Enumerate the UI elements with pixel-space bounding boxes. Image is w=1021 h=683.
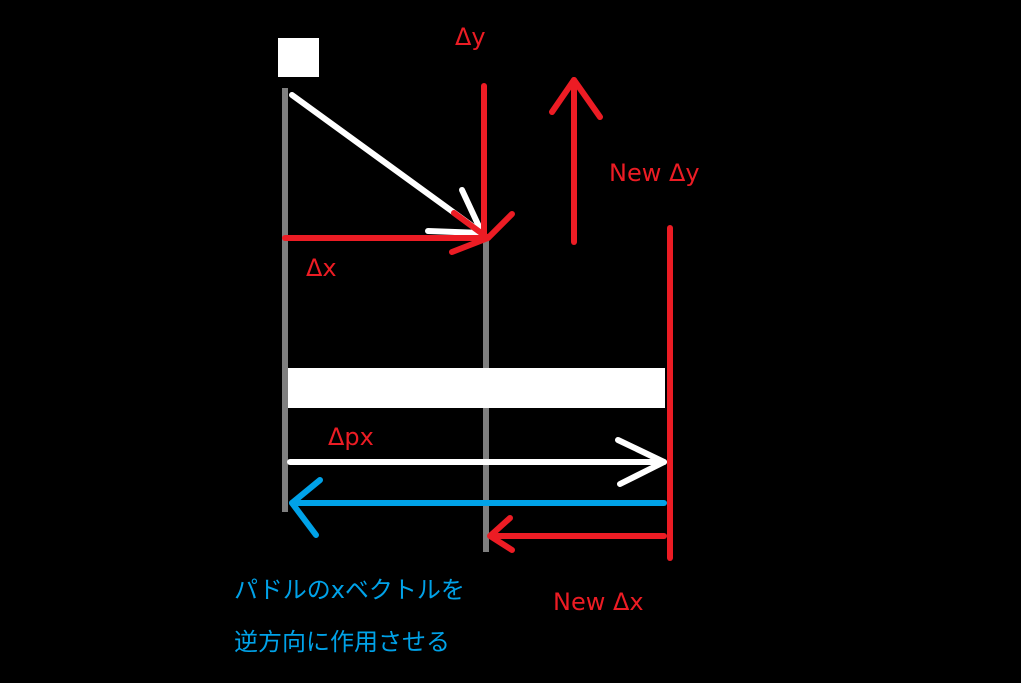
ball — [278, 38, 319, 77]
delta-y-label: Δy — [455, 23, 486, 51]
note-line-1: パドルのxベクトルを — [234, 576, 465, 604]
reverse-paddle-vector-arrow — [289, 477, 667, 538]
new-delta-y-arrow — [549, 77, 603, 245]
delta-x-arrow — [282, 210, 515, 255]
paddle — [288, 368, 665, 408]
delta-px-label: Δpx — [328, 423, 374, 451]
delta-x-label: Δx — [306, 254, 337, 282]
new-delta-y-label: New Δy — [609, 159, 700, 187]
new-delta-x-label: New Δx — [553, 588, 644, 616]
new-delta-x-arrow — [487, 515, 667, 553]
delta-px-arrow — [287, 437, 667, 487]
note-line-2: 逆方向に作用させる — [234, 628, 450, 656]
